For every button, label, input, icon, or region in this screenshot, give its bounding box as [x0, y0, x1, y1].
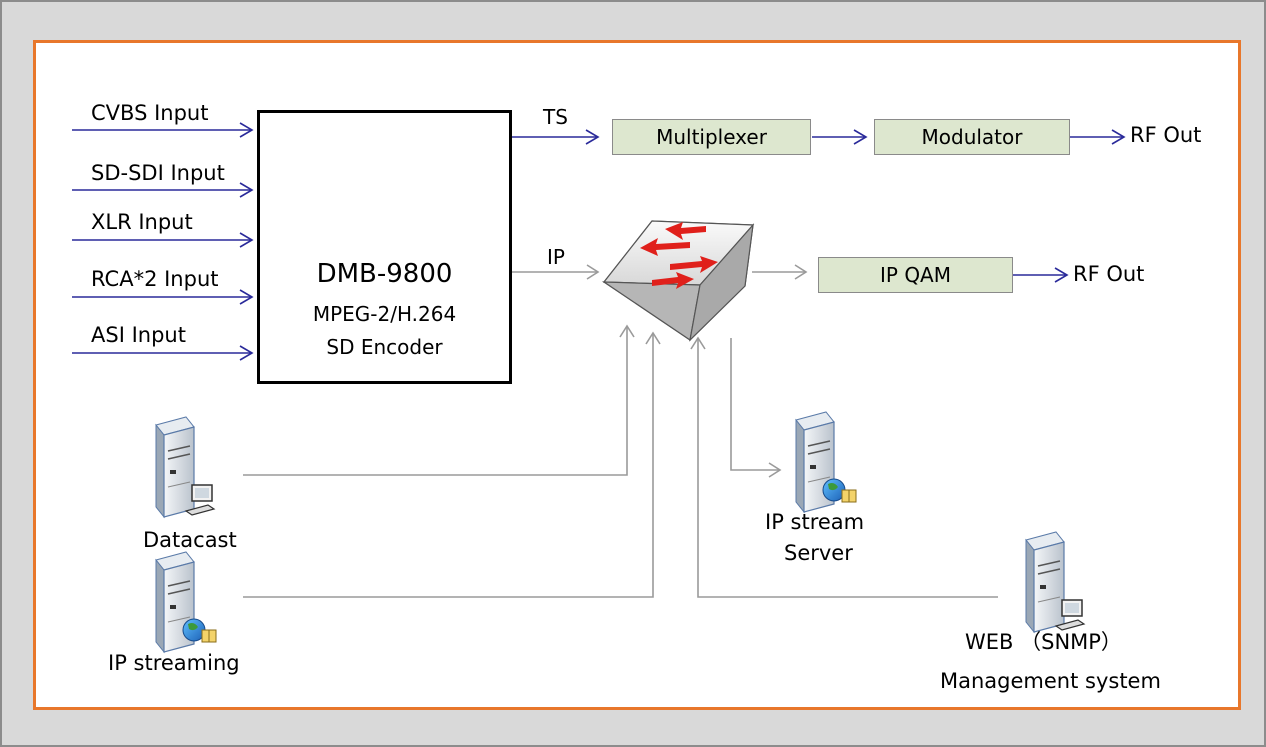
- network-switch-icon: [601, 220, 755, 342]
- datacast-label: Datacast: [143, 528, 237, 552]
- ts-path: [512, 129, 1126, 283]
- ip-stream-server-label-2: Server: [784, 541, 853, 565]
- encoder-model: DMB-9800: [316, 259, 453, 289]
- multiplexer-box: Multiplexer: [612, 119, 811, 155]
- rf-out-label: RF Out: [1073, 262, 1145, 286]
- rf-out-label: RF Out: [1130, 123, 1202, 147]
- input-label: ASI Input: [91, 323, 186, 347]
- input-label: RCA*2 Input: [91, 267, 219, 291]
- datacast-server-icon: [155, 416, 216, 519]
- network-lines: [243, 264, 998, 598]
- encoder-type: SD Encoder: [326, 335, 443, 359]
- management-server-icon: [1025, 531, 1086, 634]
- ip-streaming-label: IP streaming: [108, 651, 240, 675]
- modulator-box: Modulator: [874, 119, 1070, 155]
- input-arrows: [72, 122, 254, 361]
- input-label: SD-SDI Input: [91, 161, 225, 185]
- input-label: XLR Input: [91, 210, 193, 234]
- ip-label: IP: [547, 245, 565, 269]
- encoder-codec: MPEG-2/H.264: [312, 302, 457, 326]
- ip-stream-server-icon: [795, 411, 857, 514]
- ip-stream-server-label: IP stream: [765, 510, 865, 534]
- web-snmp-label: WEB （SNMP）: [965, 630, 1122, 654]
- encoder-box: DMB-9800 MPEG-2/H.264 SD Encoder: [257, 110, 512, 384]
- management-system-label: Management system: [940, 669, 1161, 693]
- cvbs-arrowhead: [239, 122, 254, 138]
- ts-label: TS: [543, 105, 568, 129]
- ipqam-box: IP QAM: [818, 257, 1013, 293]
- input-label: CVBS Input: [91, 101, 209, 125]
- ip-streaming-server-icon: [155, 551, 217, 654]
